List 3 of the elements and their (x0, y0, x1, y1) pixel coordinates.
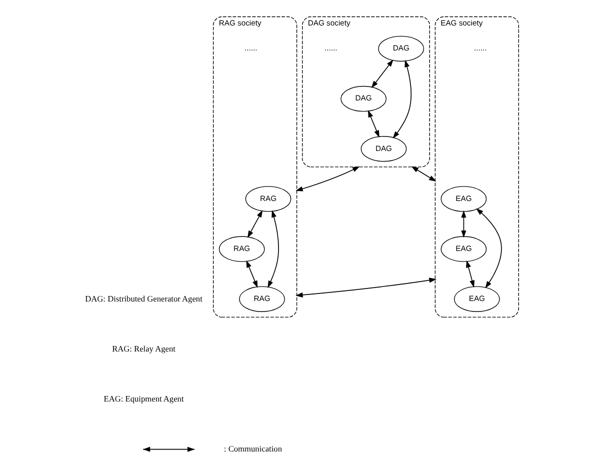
label: ...... (474, 44, 486, 53)
label: ...... (244, 44, 257, 53)
label: ...... (324, 44, 337, 53)
